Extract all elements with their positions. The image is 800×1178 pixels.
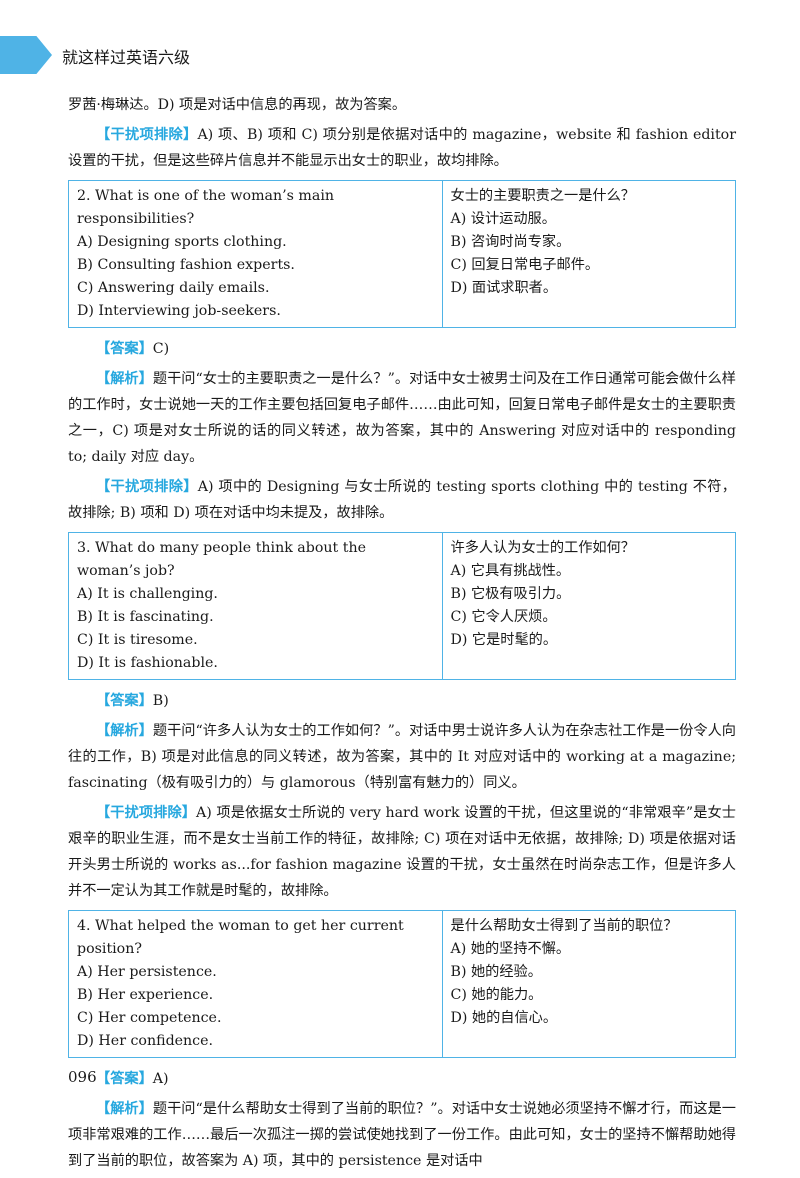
option-b-zh: B) 咨询时尚专家。 xyxy=(450,234,571,250)
question-table-4: 4. What helped the woman to get her curr… xyxy=(68,910,736,1058)
intro-line: 罗茜·梅琳达。D) 项是对话中信息的再现，故为答案。 xyxy=(68,97,407,113)
distractor-text: A) 项中的 Designing 与女士所说的 testing sports c… xyxy=(68,479,736,521)
header-arrow-icon xyxy=(0,36,52,74)
analysis-text: 题干问“是什么帮助女士得到了当前的职位？”。对话中女士说她必须坚持不懈才行，而这… xyxy=(68,1101,736,1169)
analysis-tag: 解析 xyxy=(110,371,139,387)
option-b: B) Her experience. xyxy=(77,987,214,1003)
option-c-zh: C) 回复日常电子邮件。 xyxy=(450,257,600,273)
intro-distractor: 【干扰项排除】A) 项、B) 项和 C) 项分别是依据对话中的 magazine… xyxy=(68,127,736,169)
question-table-3: 3. What do many people think about the w… xyxy=(68,532,736,680)
distractor-tag: 干扰项排除 xyxy=(110,479,184,495)
question-stem: 2. What is one of the woman’s main respo… xyxy=(77,188,335,227)
option-c: C) Answering daily emails. xyxy=(77,280,270,296)
option-d: D) It is fashionable. xyxy=(77,655,218,671)
analysis-3: 【解析】题干问“许多人认为女士的工作如何？”。对话中男士说许多人认为在杂志社工作… xyxy=(68,723,736,791)
question-en: 3. What do many people think about the w… xyxy=(68,532,443,680)
question-stem-zh: 女士的主要职责之一是什么？ xyxy=(450,188,635,204)
distractor-text: A) 项是依据女士所说的 very hard work 设置的干扰，但这里说的“… xyxy=(68,805,736,899)
analysis-text: 题干问“女士的主要职责之一是什么？”。对话中女士被男士问及在工作日通常可能会做什… xyxy=(68,371,736,465)
distractor-tag: 干扰项排除 xyxy=(110,805,182,821)
option-b: B) It is fascinating. xyxy=(77,609,214,625)
question-en: 4. What helped the woman to get her curr… xyxy=(68,910,443,1058)
option-a-zh: A) 设计运动服。 xyxy=(450,211,556,227)
question-zh: 是什么帮助女士得到了当前的职位？ A) 她的坚持不懈。 B) 她的经验。 C) … xyxy=(442,911,735,1058)
option-c: C) It is tiresome. xyxy=(77,632,198,648)
answer-value: A) xyxy=(152,1071,169,1087)
answer-4: 【答案】A) xyxy=(96,1071,169,1087)
distractor-2: 【干扰项排除】A) 项中的 Designing 与女士所说的 testing s… xyxy=(68,479,736,521)
analysis-text: 题干问“许多人认为女士的工作如何？”。对话中男士说许多人认为在杂志社工作是一份令… xyxy=(68,723,736,791)
answer-tag: 答案 xyxy=(110,693,139,709)
question-stem: 4. What helped the woman to get her curr… xyxy=(77,918,404,957)
option-c-zh: C) 它令人厌烦。 xyxy=(450,609,557,625)
option-a: A) Her persistence. xyxy=(77,964,217,980)
analysis-tag: 解析 xyxy=(110,1101,139,1117)
answer-tag: 答案 xyxy=(110,341,139,357)
option-a: A) It is challenging. xyxy=(77,586,218,602)
distractor-3: 【干扰项排除】A) 项是依据女士所说的 very hard work 设置的干扰… xyxy=(68,805,736,899)
option-c-zh: C) 她的能力。 xyxy=(450,987,543,1003)
analysis-tag: 解析 xyxy=(110,723,139,739)
book-title: 就这样过英语六级 xyxy=(62,48,191,67)
distractor-text: A) 项、B) 项和 C) 项分别是依据对话中的 magazine，websit… xyxy=(68,127,736,169)
option-b: B) Consulting fashion experts. xyxy=(77,257,295,273)
answer-3: 【答案】B) xyxy=(96,693,169,709)
analysis-2: 【解析】题干问“女士的主要职责之一是什么？”。对话中女士被男士问及在工作日通常可… xyxy=(68,371,736,465)
option-b-zh: B) 它极有吸引力。 xyxy=(450,586,571,602)
question-stem: 3. What do many people think about the w… xyxy=(77,540,366,579)
page-content: 罗茜·梅琳达。D) 项是对话中信息的再现，故为答案。 【干扰项排除】A) 项、B… xyxy=(68,92,736,1178)
answer-value: B) xyxy=(152,693,169,709)
distractor-tag: 干扰项排除 xyxy=(110,127,183,143)
option-c: C) Her competence. xyxy=(77,1010,222,1026)
answer-value: C) xyxy=(152,341,170,357)
answer-2: 【答案】C) xyxy=(96,341,170,357)
question-zh: 许多人认为女士的工作如何？ A) 它具有挑战性。 B) 它极有吸引力。 C) 它… xyxy=(442,533,735,680)
option-d: D) Her confidence. xyxy=(77,1033,214,1049)
question-en: 2. What is one of the woman’s main respo… xyxy=(68,180,443,328)
option-d-zh: D) 它是时髦的。 xyxy=(450,632,558,648)
page-number: 096 xyxy=(68,1068,97,1086)
analysis-4: 【解析】题干问“是什么帮助女士得到了当前的职位？”。对话中女士说她必须坚持不懈才… xyxy=(68,1101,736,1169)
question-stem-zh: 许多人认为女士的工作如何？ xyxy=(450,540,635,556)
option-d-zh: D) 面试求职者。 xyxy=(450,280,558,296)
question-table-2: 2. What is one of the woman’s main respo… xyxy=(68,180,736,328)
answer-tag: 答案 xyxy=(110,1071,139,1087)
option-a: A) Designing sports clothing. xyxy=(77,234,287,250)
option-a-zh: A) 它具有挑战性。 xyxy=(450,563,571,579)
question-zh: 女士的主要职责之一是什么？ A) 设计运动服。 B) 咨询时尚专家。 C) 回复… xyxy=(442,181,735,328)
page-header: 就这样过英语六级 xyxy=(0,36,800,76)
option-a-zh: A) 她的坚持不懈。 xyxy=(450,941,571,957)
option-b-zh: B) 她的经验。 xyxy=(450,964,542,980)
question-stem-zh: 是什么帮助女士得到了当前的职位？ xyxy=(450,918,678,934)
option-d: D) Interviewing job-seekers. xyxy=(77,303,281,319)
option-d-zh: D) 她的自信心。 xyxy=(450,1010,558,1026)
